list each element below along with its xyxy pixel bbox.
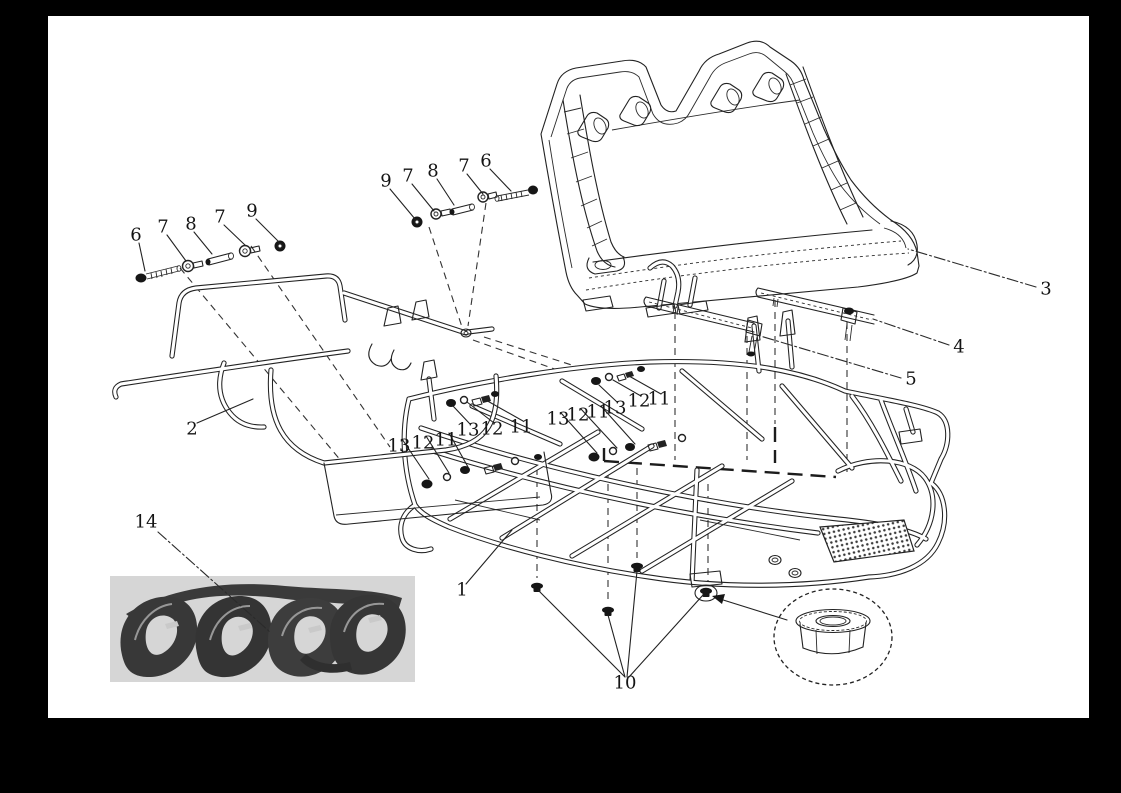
arrowhead (712, 594, 725, 604)
flange-nuts (531, 562, 718, 616)
highlight-ellipse (694, 584, 718, 602)
backrest-frame-illustration (115, 276, 553, 525)
seatbelt-photo (110, 576, 415, 682)
detail-circle-flange-nut (712, 588, 893, 686)
footwell-tread-plate (819, 519, 915, 563)
seat-illustration (540, 40, 920, 318)
leader-lines (138, 168, 1037, 678)
chassis-frame-illustration (401, 309, 948, 587)
hardware-group-center (411, 185, 538, 228)
hardware-group-left (135, 240, 286, 283)
seat-mounting-rails (643, 287, 875, 357)
clamp-hardware-clusters (421, 366, 687, 489)
